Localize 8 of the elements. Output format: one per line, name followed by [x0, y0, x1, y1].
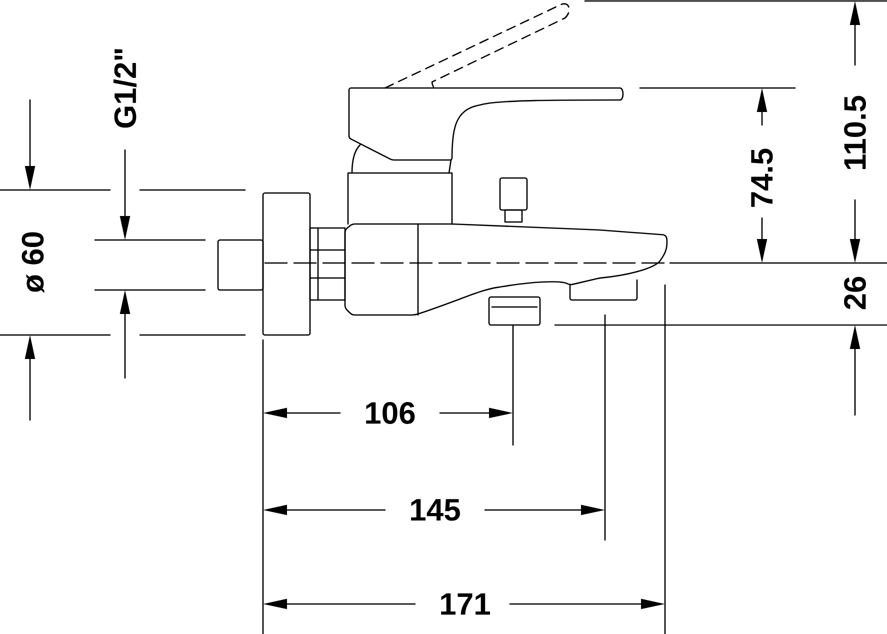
- dimension-label: 171: [441, 593, 490, 615]
- dimension-label: 110.5: [844, 96, 866, 169]
- dimension-label: ø 60: [22, 232, 44, 293]
- dimension-label: 106: [366, 402, 415, 424]
- dimension-label: 74.5: [751, 148, 773, 207]
- dimension-label: 145: [411, 499, 460, 521]
- dimension-label: G1/2": [113, 49, 137, 128]
- dimension-label: 26: [844, 276, 866, 310]
